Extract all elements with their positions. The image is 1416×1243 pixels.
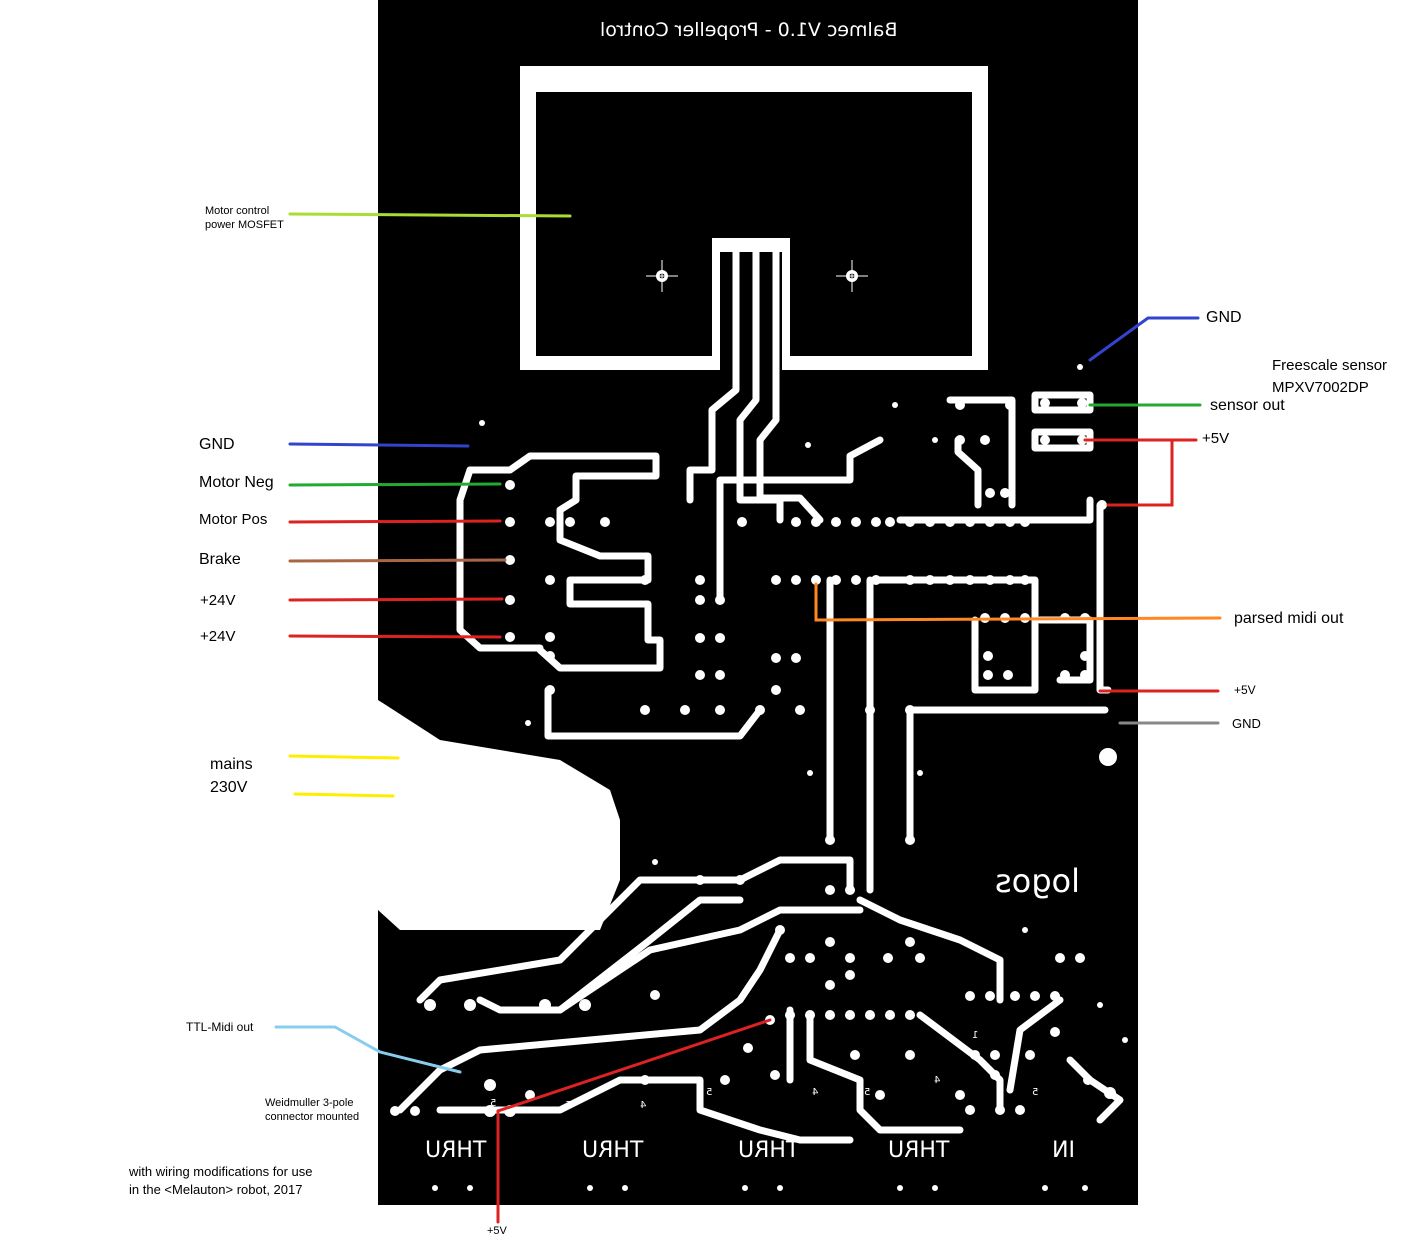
wire-mains-2 (293, 792, 395, 798)
label-5v-bottom: +5V (487, 1225, 507, 1237)
label-gnd-right: GND (1232, 716, 1261, 731)
pin-mark-1: 1 (972, 1030, 979, 1041)
pin-mark-9: 5 (565, 1100, 572, 1111)
wire-brake (288, 558, 507, 563)
pcb-traces (396, 242, 1124, 1144)
pcb-pads (390, 240, 1128, 1191)
label-mosfet: Motor control power MOSFET (205, 205, 284, 231)
pin-mark-5: 5 (864, 1087, 871, 1098)
label-gnd-left: GND (199, 436, 235, 453)
label-mains: mains 230V (210, 756, 253, 796)
connector-thru-1: THRU (425, 1138, 487, 1163)
label-ttl-midi: TTL-Midi out (186, 1020, 254, 1034)
label-5v-sensor: +5V (1202, 430, 1230, 447)
label-gnd-top-right: GND (1206, 309, 1242, 326)
label-parsed-midi: parsed midi out (1234, 610, 1344, 627)
wire-motor-neg (288, 482, 502, 487)
pin-mark-6: 4 (812, 1087, 819, 1098)
wire-24v-2 (288, 634, 502, 639)
pin-mark-11: 5 (490, 1098, 497, 1109)
connector-in: IN (1052, 1138, 1075, 1163)
label-5v-right: +5V (1234, 683, 1256, 697)
wire-gnd-left (288, 442, 470, 448)
label-motor-pos: Motor Pos (199, 511, 268, 528)
label-weidmuller: Weidmuller 3-pole connector mounted (265, 1097, 360, 1123)
connector-thru-2: THRU (582, 1138, 644, 1163)
wire-gnd-top-right (1088, 316, 1200, 362)
wire-parsed-midi (814, 582, 1222, 622)
pin-mark-7: 5 (706, 1087, 713, 1098)
label-freescale: Freescale sensor MPXV7002DP (1272, 357, 1388, 396)
silkscreen-rars: RAES (468, 866, 557, 901)
silkscreen-logos: logos (995, 862, 1081, 900)
label-sensor-out: sensor out (1210, 397, 1285, 414)
pin-mark-8: 4 (640, 1100, 647, 1111)
connector-thru-4: THRU (888, 1138, 950, 1163)
wire-ttl-midi (274, 1025, 462, 1074)
wire-motor-pos (288, 519, 502, 524)
label-modifications: with wiring modifications for use in the… (129, 1164, 313, 1197)
label-24v-1: +24V (200, 592, 236, 609)
pin-mark-4: 4 (934, 1075, 941, 1086)
mosfet-pad (520, 66, 988, 370)
wire-24v-1 (288, 597, 504, 602)
pin-mark-2: 4 (1108, 1087, 1115, 1098)
pin-mark-3: 5 (1032, 1087, 1039, 1098)
wire-mains-1 (288, 754, 400, 760)
annotation-wires (274, 212, 1222, 1224)
pin-mark-10: 4 (968, 1104, 975, 1115)
wire-mosfet (288, 212, 572, 218)
label-motor-neg: Motor Neg (199, 474, 274, 491)
board-title: Balmec V1.0 - Propeller Control (600, 19, 898, 41)
connector-thru-3: THRU (738, 1138, 800, 1163)
label-24v-2: +24V (200, 628, 236, 645)
wire-5v-sensor (1083, 438, 1174, 507)
wire-5v-bottom (496, 1018, 772, 1224)
label-brake: Brake (199, 551, 241, 568)
